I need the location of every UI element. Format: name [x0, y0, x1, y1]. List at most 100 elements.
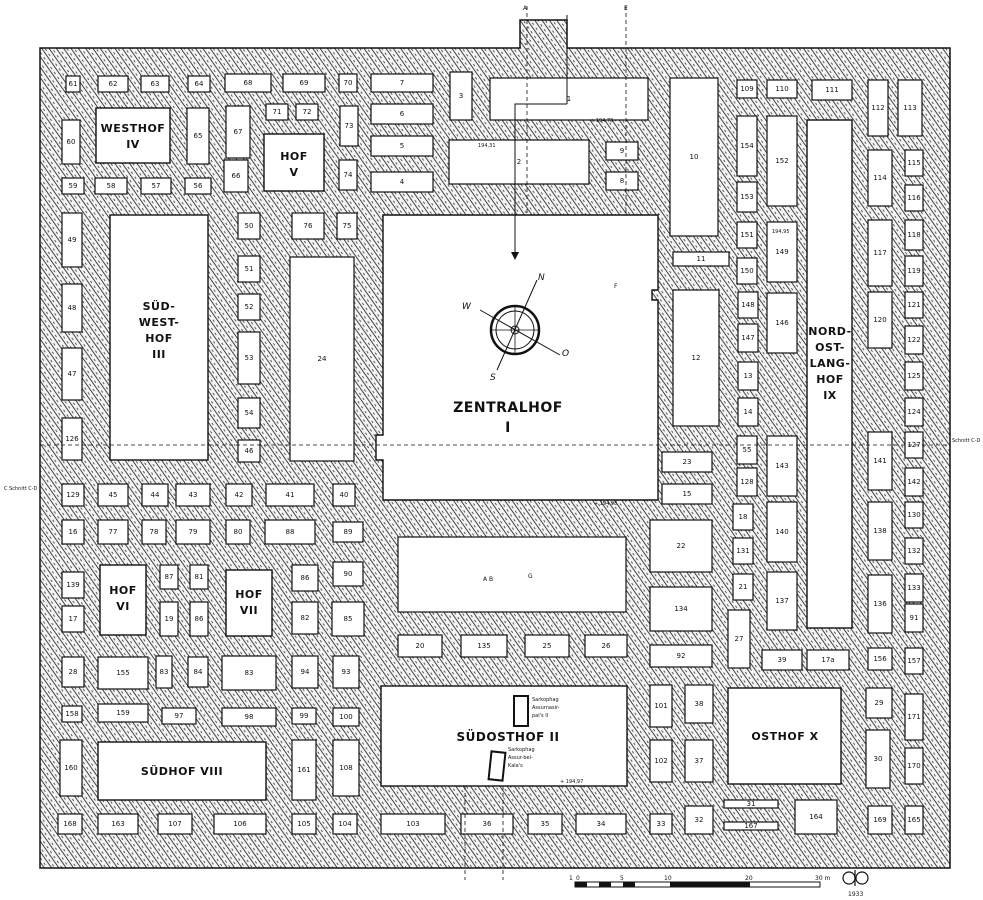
room-78: 129 [61, 483, 85, 507]
room-outline [732, 537, 754, 565]
room-number: 44 [151, 491, 160, 499]
room-outline [649, 586, 713, 632]
room-80: 44 [141, 483, 169, 507]
scale-tick: 5 [620, 875, 624, 882]
room-77: 142 [904, 467, 924, 497]
room-number: 41 [286, 491, 295, 499]
room-73: 143 [766, 435, 798, 497]
room-outline [904, 291, 924, 319]
room-7: 7 [370, 73, 434, 93]
room-133: 157 [904, 647, 924, 675]
room-number: 62 [109, 80, 118, 88]
room-outline [448, 139, 590, 185]
court-label: VII [240, 604, 258, 617]
room-outline [61, 177, 85, 195]
signet-year: 1933 [848, 891, 863, 898]
room-outline [723, 799, 779, 809]
sarcophagus-2-label: Kala's [508, 763, 523, 769]
room-2: 63 [140, 75, 170, 93]
room-outline [904, 397, 924, 427]
room-outline [265, 483, 315, 507]
room-163: 31 [723, 799, 779, 809]
room-number: 6 [400, 110, 405, 118]
room-number: 32 [695, 816, 704, 824]
room-97: 138 [867, 501, 893, 561]
room-outline [766, 115, 798, 207]
room-number: 27 [735, 635, 744, 643]
room-75: 127 [904, 431, 924, 459]
court-label: HOF [235, 588, 263, 601]
room-143: 171 [904, 693, 924, 741]
room-number: 39 [778, 656, 787, 664]
room-number: 146 [775, 319, 789, 327]
room-outline [291, 813, 317, 835]
room-85: 23 [661, 451, 713, 473]
room-136: 97 [161, 707, 197, 725]
room-outline [61, 283, 83, 333]
room-outline [737, 323, 759, 353]
sarcophagus-2-label: Assur-bel- [508, 755, 533, 761]
room-number: 92 [677, 652, 686, 660]
room-number: 36 [483, 820, 492, 828]
room-number: 47 [68, 370, 77, 378]
room-138: 99 [291, 707, 317, 725]
room-81: 43 [175, 483, 211, 507]
room-90: 79 [175, 519, 211, 545]
court-label: WEST- [139, 316, 180, 329]
room-number: 69 [300, 79, 309, 87]
room-outline [61, 347, 83, 401]
room-number: 88 [286, 528, 295, 536]
room-outline [489, 77, 649, 121]
room-58: 52 [237, 293, 261, 321]
room-number: 99 [300, 712, 309, 720]
room-outline [237, 331, 261, 385]
room-144: 160 [59, 739, 83, 797]
room-127: 94 [291, 655, 319, 689]
room-20: 6 [370, 103, 434, 125]
room-number: 98 [245, 713, 254, 721]
room-outline [332, 813, 358, 835]
room-number: 19 [165, 615, 174, 623]
room-outline [684, 684, 714, 724]
room-number: 100 [339, 713, 352, 721]
room-outline [155, 655, 173, 689]
elevation-mark: + 194,98 [594, 501, 617, 507]
room-number: 122 [907, 336, 920, 344]
room-30: 115 [904, 149, 924, 177]
room-number: 8 [620, 177, 624, 185]
room-outline [57, 813, 83, 835]
room-number: 34 [597, 820, 606, 828]
room-outline [61, 212, 83, 268]
compass-rose [479, 279, 561, 371]
room-71: 46 [237, 439, 261, 463]
room-number: 148 [741, 301, 754, 309]
room-number: 63 [151, 80, 160, 88]
room-13: 112 [867, 79, 889, 137]
room-number: 150 [740, 267, 753, 275]
room-22: 5 [370, 135, 434, 157]
room-outline [291, 655, 319, 689]
room-number: 94 [301, 668, 310, 676]
room-outline [213, 813, 267, 835]
room-number: 114 [873, 174, 887, 182]
room-123: 155 [97, 656, 149, 690]
room-94: 22 [649, 519, 713, 573]
room-166: 164 [794, 799, 838, 835]
room-number: 35 [541, 820, 550, 828]
room-148: 37 [684, 739, 714, 783]
room-number: 74 [344, 171, 353, 179]
room-outline [649, 739, 673, 783]
room-number: 103 [406, 820, 419, 828]
room-outline [186, 107, 210, 165]
room-15: 60 [61, 119, 81, 165]
room-132: 156 [867, 647, 893, 671]
room-outline [904, 325, 924, 355]
room-number: 140 [775, 528, 788, 536]
room-109: 133 [904, 573, 924, 603]
room-number: 147 [741, 334, 754, 342]
room-number: 153 [740, 193, 753, 201]
room-outline [672, 289, 720, 427]
room-outline [97, 703, 149, 723]
room-outline [736, 115, 758, 177]
